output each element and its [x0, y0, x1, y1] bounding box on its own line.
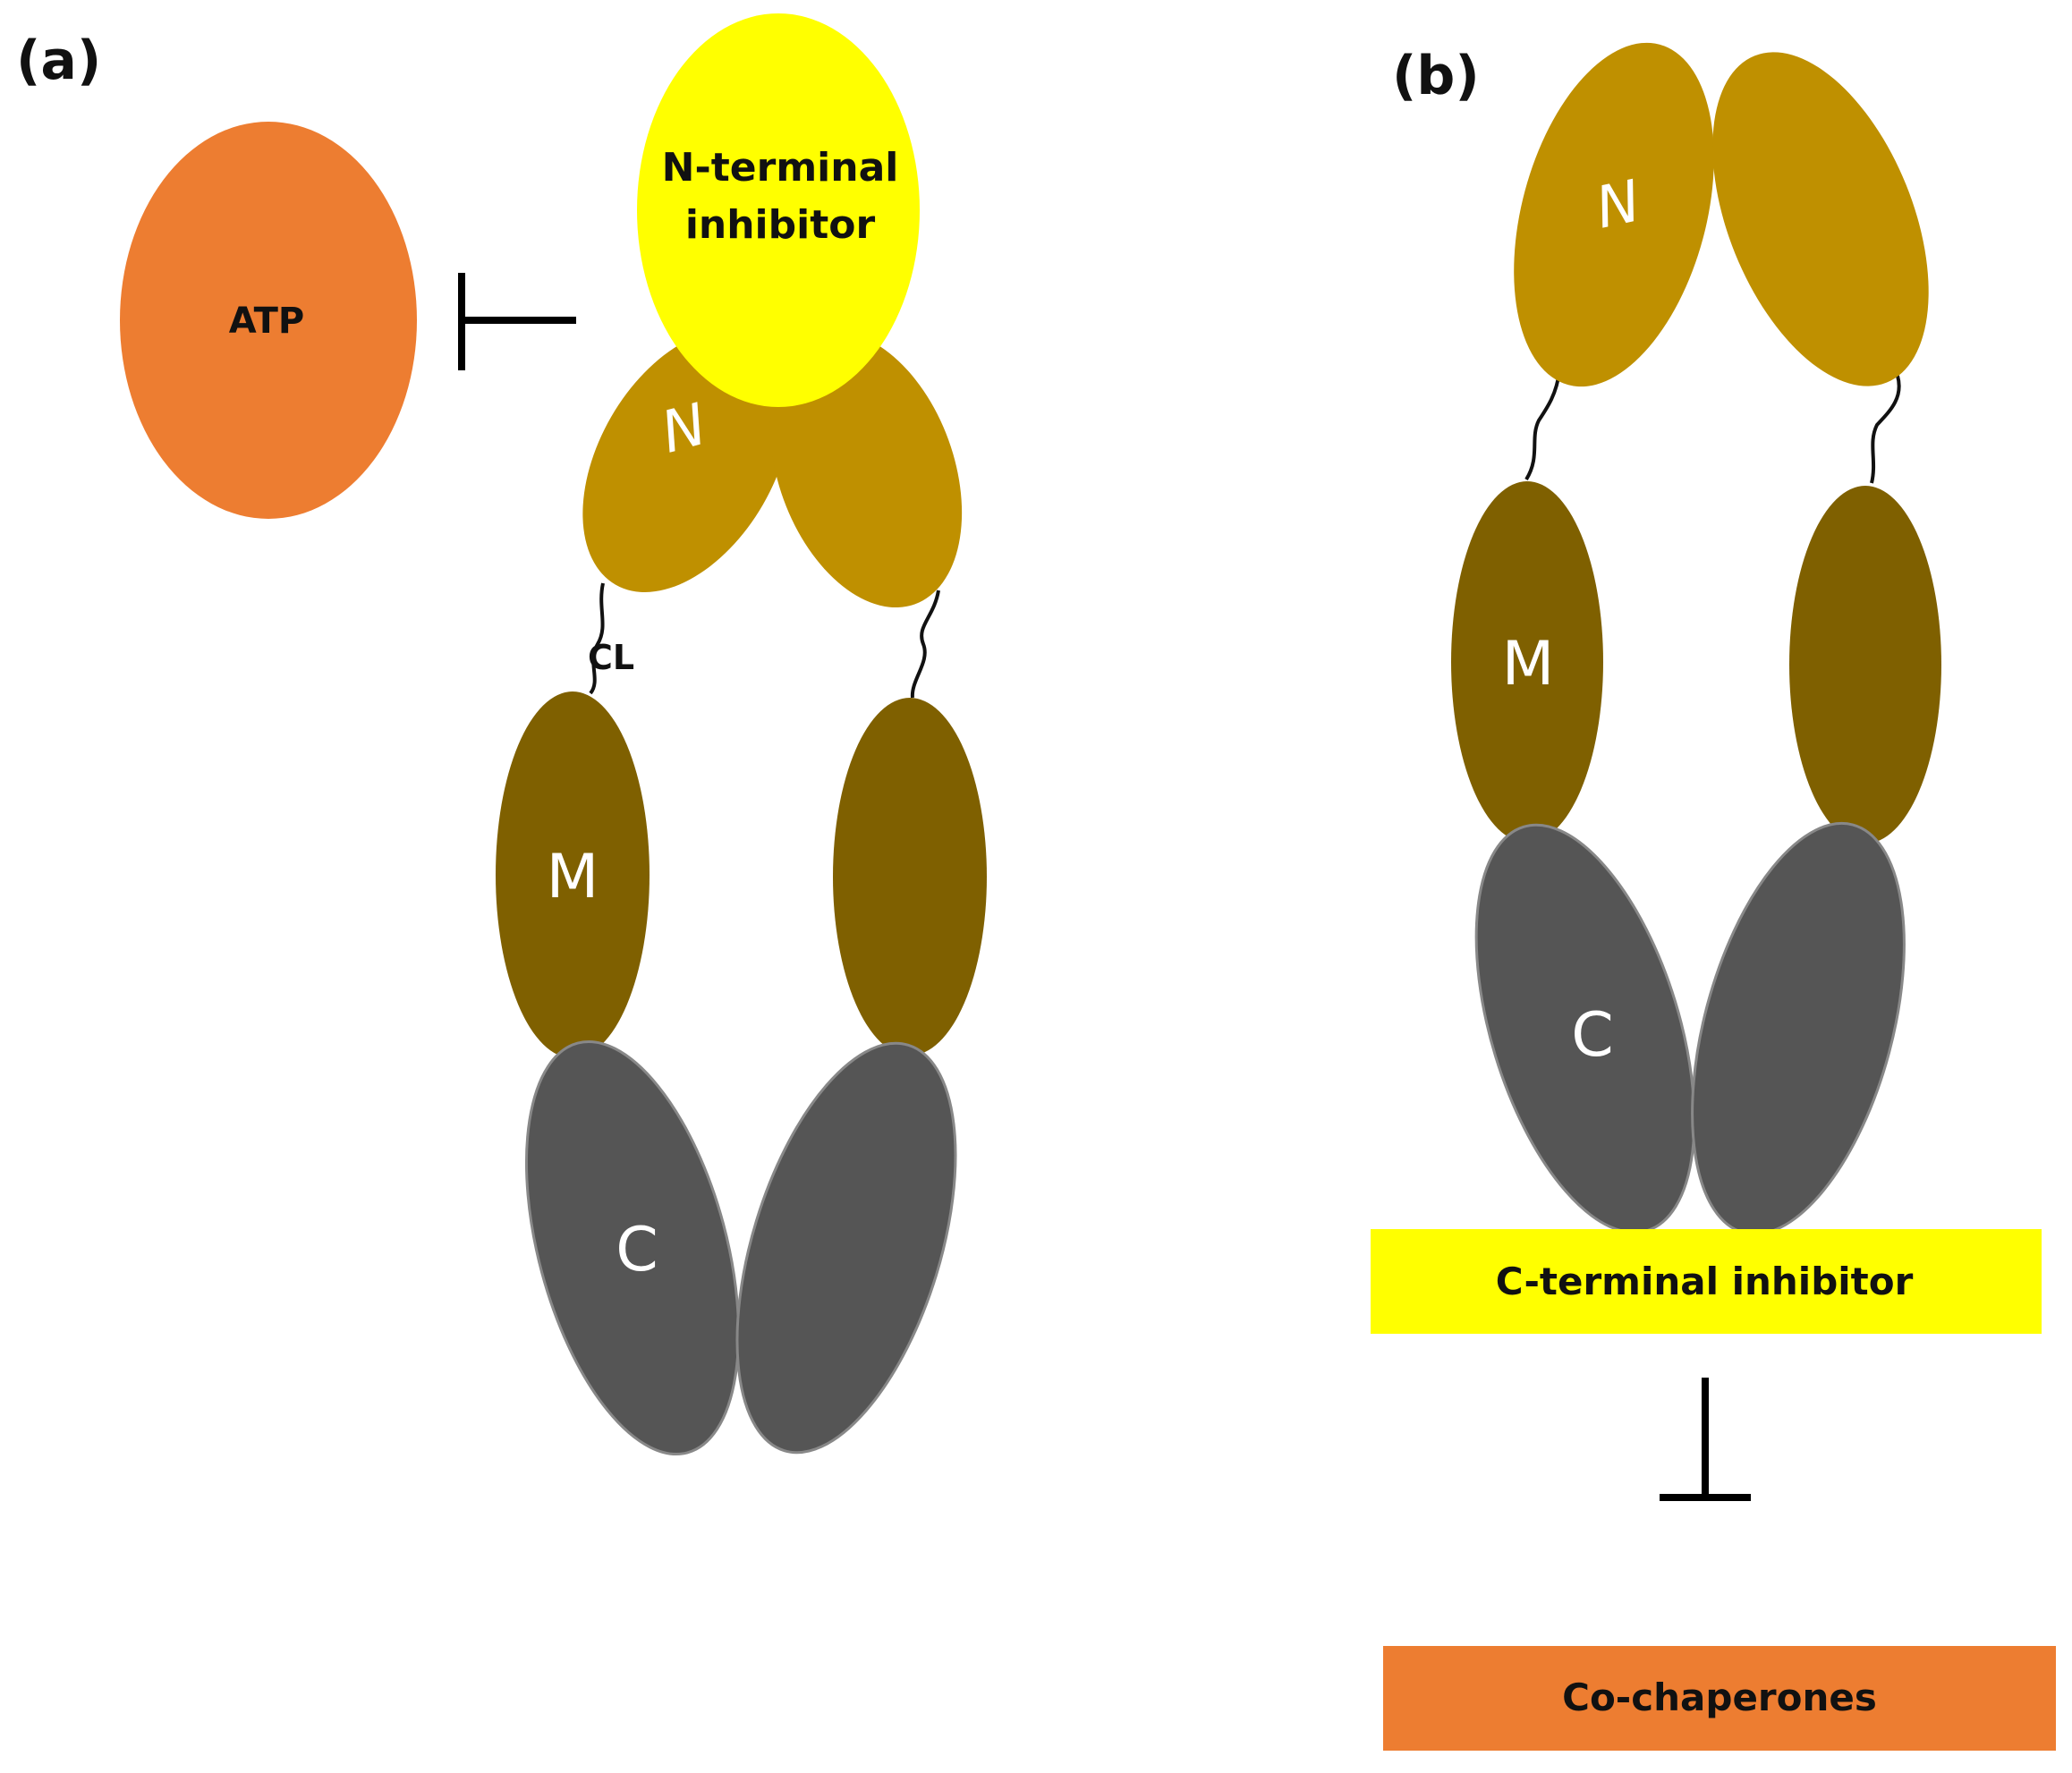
panel-b-label: (b) — [1392, 45, 1480, 107]
m-label-a: M — [547, 842, 599, 912]
n-domain-right-a — [769, 331, 963, 608]
atp-circle — [120, 122, 417, 519]
m-domain-left-b — [1451, 481, 1603, 843]
c-terminal-inhibitor — [1371, 1229, 2042, 1334]
c-terminal-inhibitor-label: C-terminal inhibitor — [1496, 1260, 1914, 1303]
c-label-b: C — [1571, 1000, 1613, 1071]
co-chaperones-label: Co-chaperones — [1562, 1675, 1877, 1719]
c-domain-right-b — [1691, 821, 1906, 1236]
m-domain-left-a — [496, 691, 650, 1058]
n-terminal-inhibitor-label-2: inhibitor — [685, 202, 876, 248]
panel-a-label: (a) — [16, 30, 101, 92]
c-label-a: C — [616, 1215, 658, 1285]
linker-left-b — [1524, 370, 1561, 481]
c-domain-left-a — [524, 1039, 741, 1456]
n-terminal-inhibitor — [637, 13, 920, 407]
n-domain-left-b — [1514, 42, 1714, 387]
m-label-b: M — [1502, 629, 1555, 700]
c-domain-right-a — [735, 1041, 957, 1455]
linker-label: CL — [588, 638, 634, 677]
n-domain-right-b — [1712, 52, 1929, 386]
m-domain-right-b — [1789, 486, 1941, 844]
m-domain-right-a — [833, 698, 987, 1056]
n-terminal-inhibitor-label-1: N-terminal — [662, 145, 899, 191]
linker-right-a — [910, 590, 940, 699]
co-chaperones-box — [1383, 1646, 2056, 1751]
linker-right-b — [1870, 375, 1901, 484]
atp-label: ATP — [229, 301, 304, 342]
linker-left-a — [589, 582, 605, 695]
